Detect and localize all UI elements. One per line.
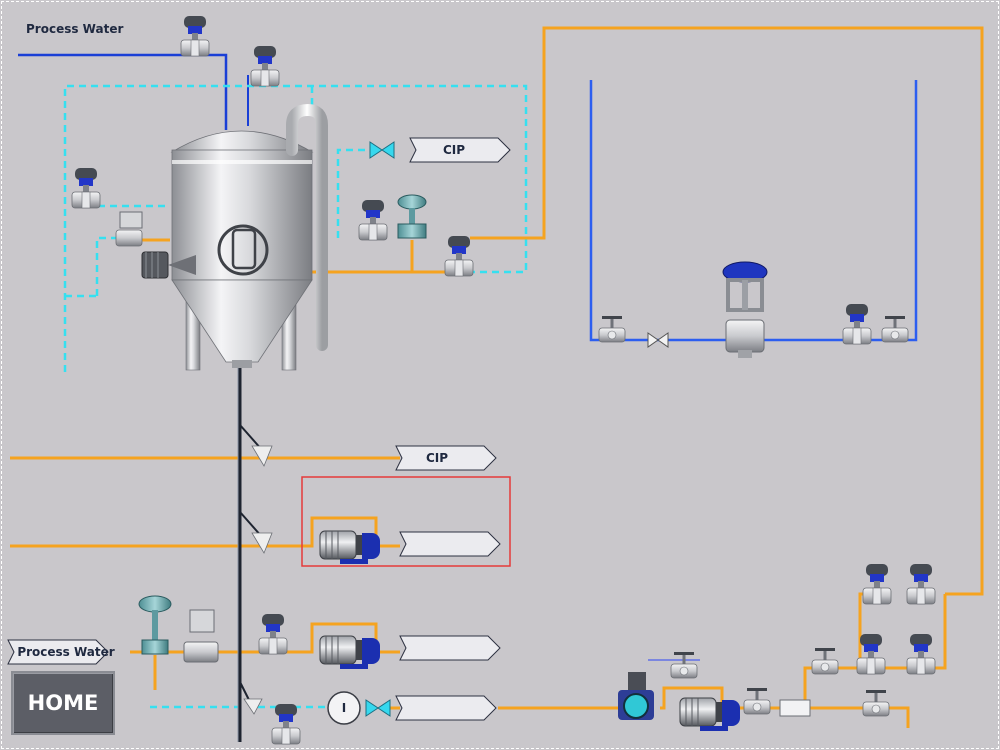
selection-box	[301, 476, 511, 567]
fermentation-tank-icon	[170, 103, 328, 371]
control-valve-icon	[138, 595, 172, 655]
pump-icon	[618, 672, 654, 720]
butterfly-valve-icon	[647, 332, 669, 348]
flowmeter-symbol: I	[341, 701, 347, 715]
process-water-label: Process Water	[26, 22, 124, 36]
manual-valve-icon	[743, 687, 771, 715]
butterfly-valve-icon	[369, 141, 395, 159]
branch-valve-icon	[243, 698, 263, 715]
pump-icon	[319, 530, 381, 565]
pump-tag-2[interactable]	[404, 636, 484, 660]
strainer-icon	[779, 699, 811, 717]
agitator-motor-icon	[141, 251, 196, 279]
manual-valve-icon	[670, 651, 698, 679]
flowmeter-icon	[327, 691, 361, 725]
actuated-valve-icon	[180, 15, 210, 57]
actuated-valve-icon	[271, 703, 301, 745]
control-valve-icon	[722, 261, 768, 358]
branch-valve-icon	[251, 532, 273, 554]
manual-valve-icon	[881, 315, 909, 343]
solenoid-valve-icon	[115, 211, 143, 247]
actuated-valve-icon	[906, 563, 936, 605]
actuated-valve-icon	[862, 563, 892, 605]
water-loop-line	[589, 80, 918, 342]
actuated-valve-icon	[444, 235, 474, 277]
actuated-valve-icon	[250, 45, 280, 87]
pump-icon	[319, 635, 381, 670]
actuated-valve-icon	[71, 167, 101, 209]
control-valve-icon	[397, 194, 427, 239]
pump-icon	[679, 697, 741, 732]
home-button[interactable]: HOME	[11, 671, 115, 735]
inlet-tag[interactable]: Process Water	[17, 645, 115, 659]
manual-valve-icon	[811, 647, 839, 675]
pump-tag-1[interactable]	[404, 532, 484, 556]
process-water-line	[18, 53, 228, 130]
actuated-valve-icon	[358, 199, 388, 241]
actuated-valve-icon	[258, 613, 288, 655]
actuated-valve-icon	[906, 633, 936, 675]
butterfly-valve-icon	[365, 699, 391, 717]
solenoid-valve-icon	[183, 609, 219, 663]
pump-tag-3[interactable]	[400, 696, 480, 720]
branch-valve-icon	[251, 445, 273, 467]
cip-tag-upper[interactable]: CIP	[442, 143, 466, 157]
manual-valve-icon	[598, 315, 626, 343]
actuated-valve-icon	[842, 303, 872, 345]
manual-valve-icon	[862, 689, 890, 717]
cip-tag-lower[interactable]: CIP	[425, 451, 449, 465]
